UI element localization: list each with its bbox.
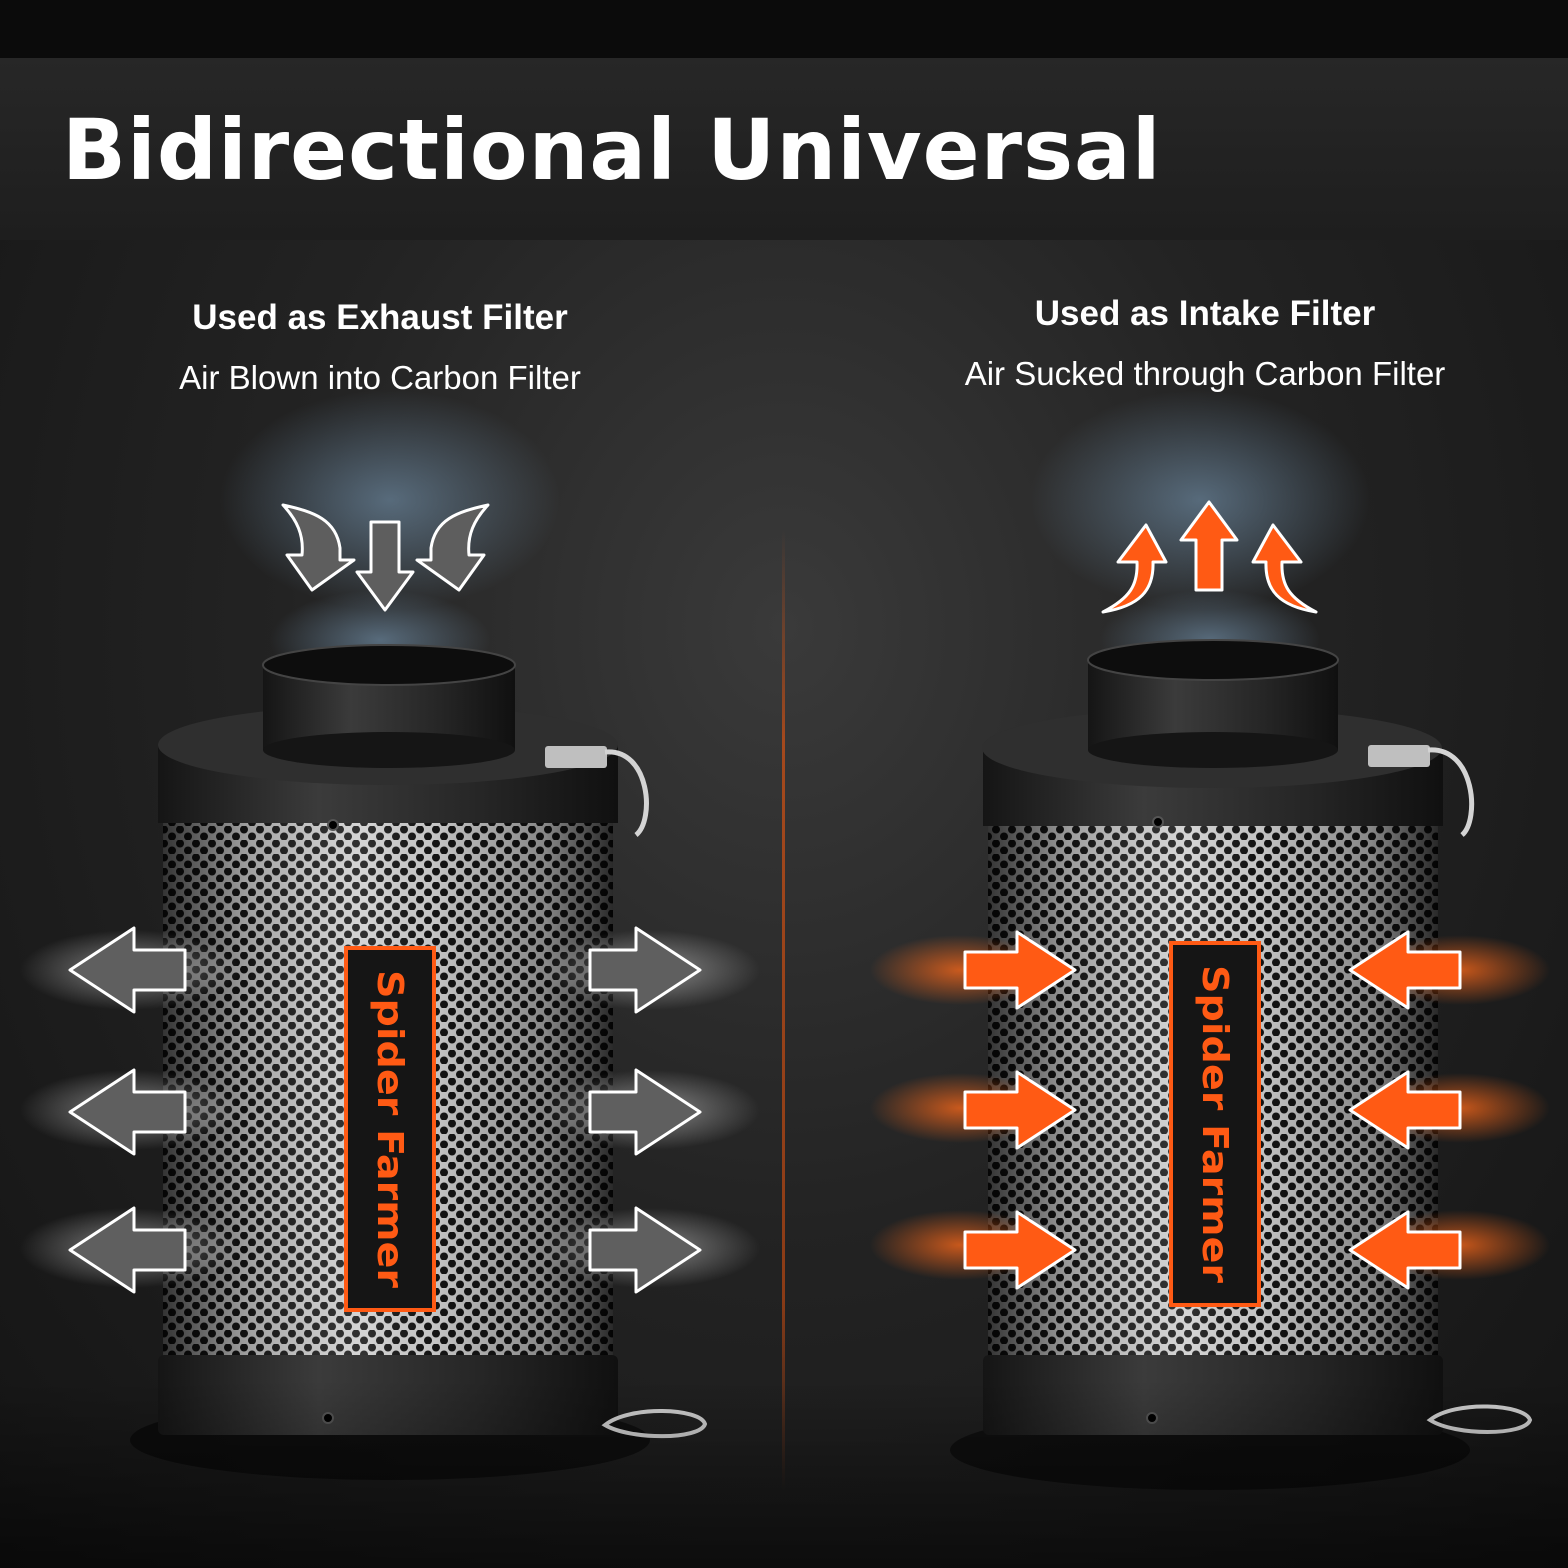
- left-arrow-icon: [1348, 1070, 1462, 1150]
- left-arrow-icon: [68, 1206, 187, 1294]
- up-arrow-icon: [1251, 523, 1318, 614]
- down-arrow-icon: [355, 520, 415, 612]
- up-arrow-icon: [1101, 523, 1168, 614]
- left-arrow-icon: [68, 1068, 187, 1156]
- left-arrow-icon: [1348, 930, 1462, 1010]
- right-arrow-icon: [963, 1210, 1077, 1290]
- right-arrow-icon: [588, 1068, 702, 1156]
- exhaust-subtitle: Air Blown into Carbon Filter: [179, 359, 581, 396]
- intake-title: Used as Intake Filter: [1034, 294, 1376, 333]
- floor-shadow: [0, 1380, 1568, 1568]
- intake-caption: Used as Intake Filter Air Sucked through…: [950, 292, 1460, 396]
- exhaust-brand-plate: Spider Farmer: [344, 946, 436, 1312]
- down-arrow-icon: [415, 503, 490, 592]
- headline: Bidirectional Universal: [62, 101, 1162, 199]
- top-strip: [0, 0, 1568, 58]
- exhaust-outflow-arrows: [20, 926, 760, 1294]
- exhaust-caption: Used as Exhaust Filter Air Blown into Ca…: [130, 296, 630, 400]
- right-arrow-icon: [588, 1206, 702, 1294]
- left-arrow-icon: [1348, 1210, 1462, 1290]
- right-arrow-icon: [963, 1070, 1077, 1150]
- exhaust-brand-label: Spider Farmer: [369, 970, 410, 1288]
- exhaust-airflow-down-arrows: [281, 503, 490, 612]
- down-arrow-icon: [281, 503, 356, 592]
- center-divider: [782, 530, 785, 1490]
- intake-brand-label: Spider Farmer: [1194, 965, 1235, 1283]
- right-arrow-icon: [588, 926, 702, 1014]
- headline-banner: [0, 58, 1568, 240]
- intake-brand-plate: Spider Farmer: [1169, 941, 1261, 1307]
- intake-airflow-up-arrows: [1101, 500, 1318, 614]
- intake-subtitle: Air Sucked through Carbon Filter: [964, 355, 1446, 392]
- intake-inflow-arrows: [870, 930, 1550, 1290]
- exhaust-title: Used as Exhaust Filter: [192, 298, 568, 337]
- left-arrow-icon: [68, 926, 187, 1014]
- up-arrow-icon: [1179, 500, 1239, 592]
- right-arrow-icon: [963, 930, 1077, 1010]
